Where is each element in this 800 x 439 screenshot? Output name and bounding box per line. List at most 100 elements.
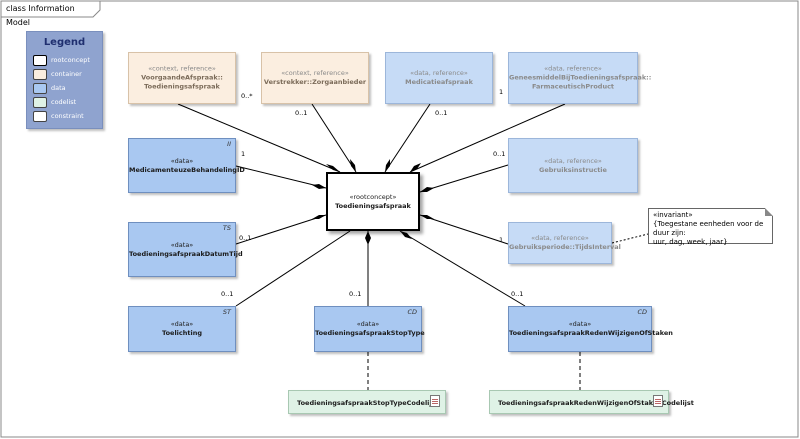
- class-name: MedicamenteuzeBehandelingID: [129, 165, 245, 174]
- note-stereotype: «invariant»: [653, 211, 693, 219]
- legend-swatch: [33, 97, 47, 108]
- stereotype-label: «rootconcept»: [349, 192, 397, 201]
- legend-swatch: [33, 69, 47, 80]
- diamond-medicatieafspraak: [385, 159, 390, 172]
- multiplicity-label: 0..1: [493, 150, 506, 158]
- multiplicity-label: 1: [241, 150, 246, 158]
- connector-gebruiksinstructie: [419, 164, 509, 193]
- note-link: [611, 233, 649, 244]
- legend-swatch: [33, 55, 47, 66]
- class-name: Verstrekker::Zorgaanbieder: [263, 78, 367, 86]
- multiplicity-label: 0..1: [239, 234, 252, 242]
- legend-label: data: [51, 84, 66, 92]
- diamond-datumtijd: [312, 215, 326, 219]
- multiplicity-label: 0..1: [295, 109, 308, 117]
- class-name: Medicatieafspraak: [405, 78, 473, 86]
- document-icon: [430, 395, 440, 407]
- class-name: ToedieningsafspraakRedenWijzigenOfStaken: [509, 329, 673, 337]
- datatype-tag: TS: [222, 224, 231, 232]
- diamond-gebruiksperiode: [420, 215, 434, 219]
- note-fold-corner: [765, 208, 773, 216]
- class-name: Toedieningsafspraak: [335, 201, 411, 210]
- class-datumtijd[interactable]: TS «data» ToedieningsafspraakDatumTijd: [128, 222, 243, 277]
- document-icon: [653, 395, 663, 407]
- datatype-tag: ST: [222, 308, 231, 316]
- class-name: VoorgaandeAfspraak::: [141, 73, 223, 82]
- class-gebruiksinstructie[interactable]: «data, reference» Gebruiksinstructie: [508, 138, 638, 193]
- frame-tab-border: [1, 1, 101, 18]
- codelist-stoptype[interactable]: ToedieningsafspraakStopTypeCodelijst: [288, 390, 446, 414]
- legend-label: rootconcept: [51, 56, 90, 64]
- class-name: ToedieningsafspraakStopType: [315, 329, 425, 337]
- diamond-gebruiksinstructie: [420, 187, 434, 192]
- stereotype-label: «data, reference»: [531, 234, 589, 242]
- composition-diamonds: [312, 159, 434, 245]
- class-name: Toelichting: [162, 329, 202, 337]
- multiplicity-label: 0..1: [349, 290, 362, 298]
- diamond-stoptype: [365, 231, 371, 245]
- connector-behandeling: [235, 165, 327, 189]
- class-name: Toedieningsafspraak: [144, 82, 220, 91]
- datatype-tag: II: [227, 140, 231, 148]
- class-medicatieafspraak[interactable]: «data, reference» Medicatieafspraak: [385, 52, 493, 104]
- stereotype-label: «data»: [568, 320, 592, 328]
- connector-medicatieafspraak: [384, 103, 431, 173]
- class-name: Gebruiksperiode::TijdsInterval: [509, 243, 621, 251]
- diamond-behandeling: [312, 184, 326, 189]
- invariant-note[interactable]: «invariant» {Toegestane eenheden voor de…: [648, 208, 773, 246]
- legend-label: constraint: [51, 112, 84, 120]
- stereotype-label: «context, reference»: [148, 64, 216, 73]
- multiplicity-label: 0..*: [241, 92, 253, 100]
- codelist-name: ToedieningsafspraakStopTypeCodelijst: [297, 399, 439, 407]
- connector-verstrekker: [311, 103, 357, 173]
- stereotype-label: «data»: [170, 156, 194, 165]
- legend-panel: Legend rootconcept container data codeli…: [26, 31, 103, 129]
- frame-tab-title: class Information Model: [6, 4, 75, 27]
- stereotype-label: «data, reference»: [544, 156, 602, 165]
- class-toedieningsafspraak-root[interactable]: «rootconcept» Toedieningsafspraak: [326, 172, 420, 231]
- legend-swatch: [33, 111, 47, 122]
- connector-redenwijzigen: [399, 230, 526, 307]
- class-gebruiksperiode[interactable]: «data, reference» Gebruiksperiode::Tijds…: [508, 222, 621, 264]
- stereotype-label: «data»: [356, 320, 380, 328]
- connector-geneesmiddel: [409, 103, 566, 173]
- class-geneesmiddel[interactable]: «data, reference» GeneesmiddelBijToedien…: [508, 52, 652, 104]
- multiplicity-label: 0..1: [221, 290, 234, 298]
- datatype-tag: CD: [407, 308, 417, 316]
- stereotype-label: «data»: [170, 320, 194, 328]
- multiplicity-label: 1: [499, 236, 504, 244]
- connector-voorgaande: [177, 103, 341, 173]
- class-name: GeneesmiddelBijToedieningsafspraak::: [509, 73, 652, 82]
- codelist-name: ToedieningsafspraakRedenWijzigenOfStaken…: [498, 399, 694, 407]
- connector-gebruiksperiode: [419, 214, 509, 245]
- stereotype-label: «data»: [170, 240, 194, 249]
- diamond-geneesmiddel: [410, 163, 421, 172]
- note-text: uur, dag, week, jaar}: [653, 238, 728, 246]
- stereotype-label: «data, reference»: [544, 64, 602, 73]
- legend-label: codelist: [51, 98, 77, 106]
- legend-label: container: [51, 70, 82, 78]
- diamond-verstrekker: [350, 159, 356, 172]
- connector-toelichting: [235, 230, 351, 307]
- connector-datumtijd: [235, 214, 327, 245]
- stereotype-label: «data, reference»: [410, 69, 468, 77]
- diamond-voorgaande: [326, 164, 340, 172]
- multiplicity-label: 0..1: [435, 109, 448, 117]
- class-stoptype[interactable]: CD «data» ToedieningsafspraakStopType: [314, 306, 425, 352]
- class-name: FarmaceutischProduct: [531, 82, 615, 91]
- multiplicity-label: 1: [499, 88, 504, 96]
- class-name: Gebruiksinstructie: [539, 165, 607, 174]
- class-voorgaande-afspraak[interactable]: «context, reference» VoorgaandeAfspraak:…: [128, 52, 236, 104]
- class-name: ToedieningsafspraakDatumTijd: [129, 249, 243, 258]
- class-verstrekker[interactable]: «context, reference» Verstrekker::Zorgaa…: [261, 52, 369, 104]
- datatype-tag: CD: [637, 308, 647, 316]
- class-reden-wijzigen[interactable]: CD «data» ToedieningsafspraakRedenWijzig…: [508, 306, 673, 352]
- class-medicamenteuze-behandeling[interactable]: II «data» MedicamenteuzeBehandelingID: [128, 138, 245, 193]
- codelist-reden-wijzigen[interactable]: ToedieningsafspraakRedenWijzigenOfStaken…: [489, 390, 694, 414]
- class-toelichting[interactable]: ST «data» Toelichting: [128, 306, 236, 352]
- stereotype-label: «context, reference»: [281, 69, 349, 77]
- legend-title: Legend: [43, 37, 86, 48]
- diamond-redenwijzigen: [400, 231, 412, 239]
